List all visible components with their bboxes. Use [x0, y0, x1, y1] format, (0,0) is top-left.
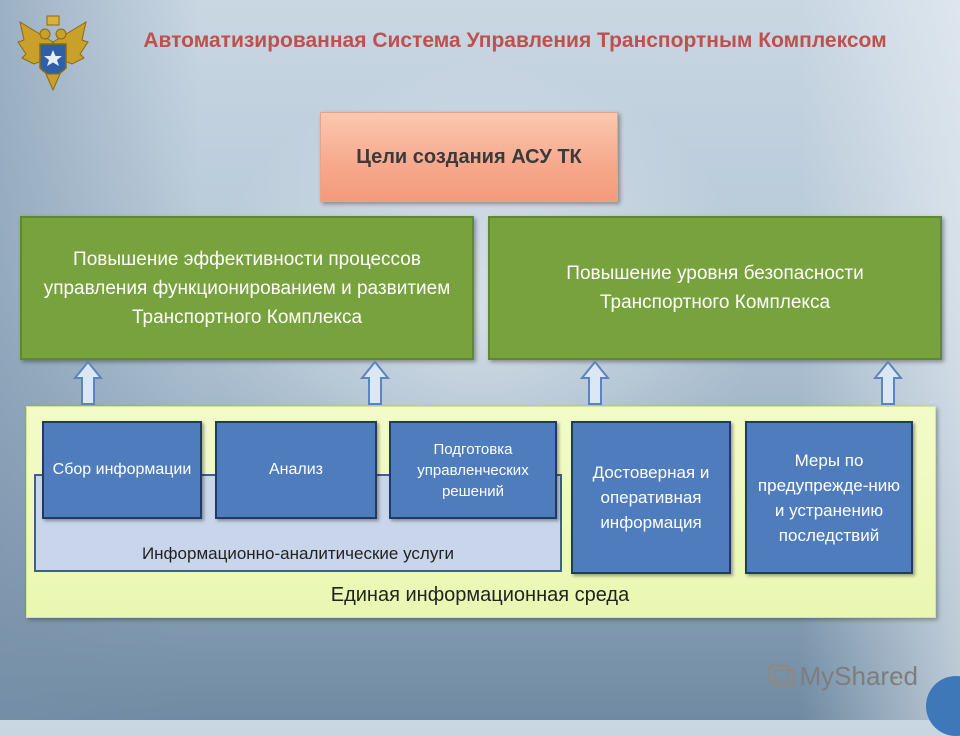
decisions-box: Подготовка управленческих решений — [389, 421, 557, 519]
up-arrow-icon — [579, 360, 611, 406]
environment-label: Единая информационная среда — [330, 584, 630, 606]
page-title: Автоматизированная Система Управления Тр… — [143, 29, 887, 52]
services-label: Информационно-аналитические услуги — [141, 544, 455, 563]
reliable-info-box: Достоверная и оперативная информация — [571, 421, 731, 574]
goal-box: Цели создания АСУ ТК — [320, 112, 618, 202]
page-number: 4 — [895, 676, 901, 687]
goal-safety-box: Повышение уровня безопасности Транспортн… — [488, 216, 942, 360]
coat-of-arms-emblem-icon — [14, 12, 92, 92]
myshared-watermark: MyShared — [768, 656, 918, 696]
analysis-box: Анализ — [215, 421, 377, 519]
watermark-text: MyShared — [799, 660, 919, 691]
collect-info-box: Сбор информации — [42, 421, 202, 519]
up-arrow-icon — [72, 360, 104, 406]
myshared-logo-icon — [768, 664, 796, 688]
goal-efficiency-box: Повышение эффективности процессов управл… — [20, 216, 474, 360]
up-arrow-icon — [359, 360, 391, 406]
prevention-box: Меры по предупрежде-нию и устранению пос… — [745, 421, 913, 574]
up-arrow-icon — [872, 360, 904, 406]
